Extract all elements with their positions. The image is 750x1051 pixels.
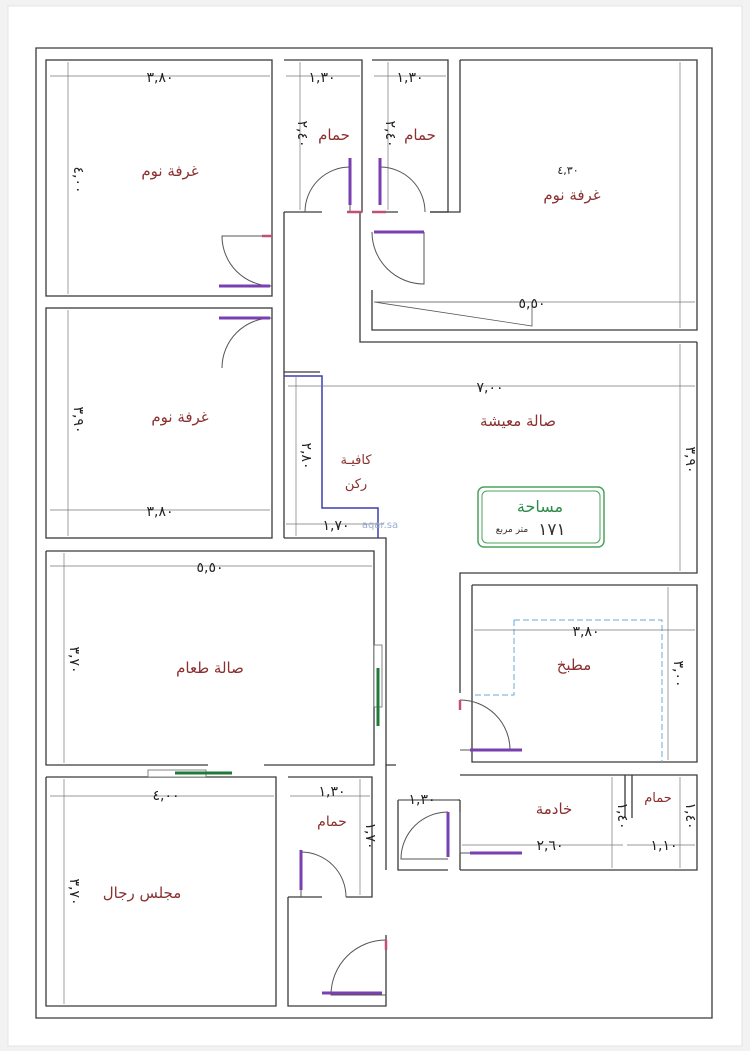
door-entry-hall: [400, 811, 449, 860]
room-dining: صالة طعام: [176, 659, 244, 677]
dim-bath2-h: ٢,٤٠: [382, 120, 398, 147]
dim-entry-w: ١,٣٠: [408, 792, 435, 808]
door-bath3: [300, 851, 347, 898]
dim-dining-w: ٥,٥٠: [196, 560, 223, 576]
dim-living-h: ٣,٩٠: [682, 446, 698, 473]
door-leaves: [219, 158, 522, 995]
area-value: ١٧١: [538, 520, 565, 540]
wall-kitchen: [471, 584, 698, 763]
room-labels: غرفة نوم حمام حمام غرفة نوم غرفة نوم صال…: [103, 126, 672, 902]
outer-wall: [35, 47, 713, 1019]
dim-majlis-h: ٣,٧٠: [66, 878, 82, 905]
dim-bed1-h: ٤,٠٠: [70, 166, 86, 193]
watermark: aqar.sa: [362, 520, 398, 531]
room-bath1: حمام: [318, 126, 350, 144]
coffee-corner-outline: [284, 375, 379, 538]
dim-corr-h: ٢,٨٠: [298, 442, 314, 469]
wall-bed1: [45, 59, 273, 297]
room-living: صالة معيشة: [480, 412, 556, 430]
room-kitchen: مطبخ: [557, 656, 592, 674]
dim-kitchen-w: ٣,٨٠: [572, 624, 599, 640]
dim-living-w: ٧,٠٠: [476, 380, 503, 396]
door-sills: [262, 210, 462, 950]
door-bed3: [371, 231, 425, 285]
room-corner-2: ركن: [345, 477, 367, 492]
dim-majlis-w: ٤,٠٠: [152, 788, 179, 804]
area-box-outer: [477, 486, 605, 548]
room-bath2: حمام: [404, 126, 436, 144]
dim-bath2-w: ١,٣٠: [396, 70, 423, 86]
dim-dining-h: ٣,٧٠: [66, 646, 82, 673]
area-unit: متر مربع: [496, 525, 529, 535]
dim-bed1-w: ٣,٨٠: [146, 70, 173, 86]
room-bath4: حمام: [644, 791, 672, 806]
area-box: مساحة ١٧١ متر مربع: [477, 486, 605, 548]
dim-bed2-h: ٣,٩٠: [70, 406, 86, 433]
wall-bed2: [45, 307, 273, 539]
dim-bath4-h: ١,٤٠: [682, 802, 698, 829]
dim-maid-h: ١,٤٠: [614, 802, 630, 829]
room-maid: خادمة: [536, 800, 573, 818]
area-box-inner: [481, 490, 601, 544]
room-bed3: غرفة نوم: [543, 186, 600, 204]
dim-bath1-w: ١,٣٠: [308, 70, 335, 86]
sheet: [7, 5, 743, 1047]
dim-bath3-w: ١,٣٠: [318, 784, 345, 800]
dim-bath1-h: ٢,٤٠: [294, 120, 310, 147]
area-title: مساحة: [517, 497, 563, 516]
kitchen-counter: [472, 619, 663, 762]
wall-corridor: [283, 212, 697, 538]
door-kitchen: [459, 699, 511, 751]
room-corner-1: كافيـة: [340, 453, 372, 468]
dim-corner-w: ١,٧٠: [322, 518, 349, 534]
room-bed2: غرفة نوم: [151, 408, 208, 426]
dim-kitchen-h: ٣,٠٠: [670, 660, 686, 687]
walls: [35, 47, 713, 1019]
dim-bed2-w: ٣,٨٠: [146, 504, 173, 520]
sliding-doors: [147, 644, 383, 778]
wall-entry: [287, 764, 396, 1007]
door-bath1: [304, 166, 351, 213]
room-bath3: حمام: [317, 814, 347, 830]
dim-bed3-h: ٤,٣٠: [557, 164, 578, 177]
wall-bed3: [371, 59, 698, 331]
dim-maid-w: ٢,٦٠: [536, 838, 563, 854]
wall-bath3: [288, 776, 373, 898]
dim-bed3-w: ٥,٥٠: [518, 296, 545, 312]
room-bed1: غرفة نوم: [141, 162, 198, 180]
wall-living: [284, 342, 698, 765]
dim-bath3-h: ١,٧٠: [362, 822, 378, 849]
room-majlis: مجلس رجال: [103, 884, 182, 902]
dim-bath4-w: ١,١٠: [650, 838, 677, 854]
dimension-texts: ٣,٨٠ ٤,٠٠ ١,٣٠ ٢,٤٠ ١,٣٠ ٢,٤٠ ٤,٣٠ ٥,٥٠ …: [66, 70, 698, 906]
dimension-lines: [50, 62, 695, 1004]
door-main: [330, 939, 387, 996]
